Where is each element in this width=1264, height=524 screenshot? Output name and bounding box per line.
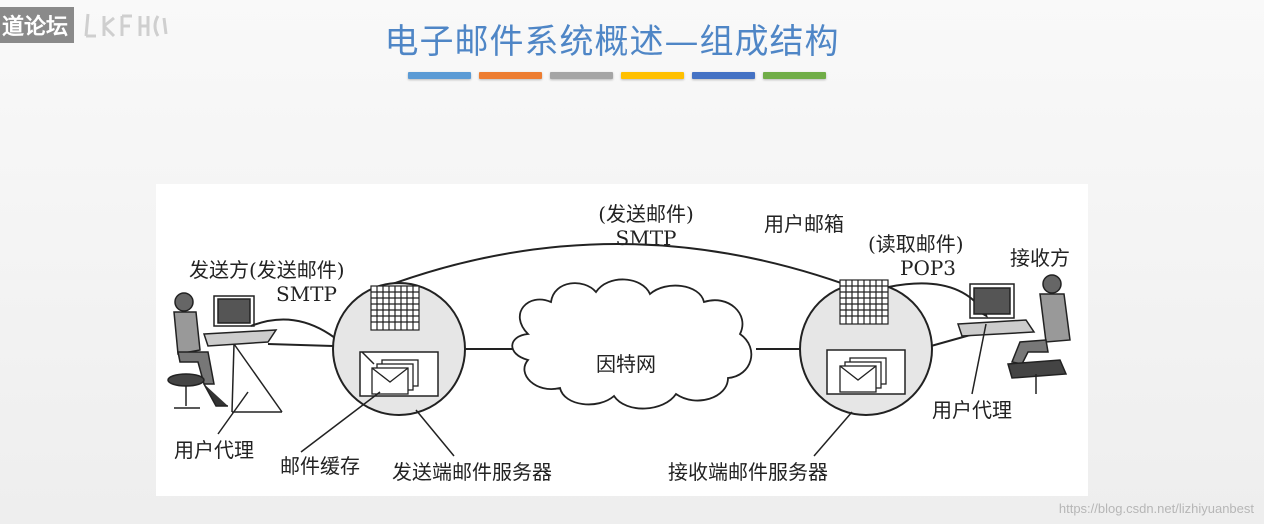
label-send-server: 发送端邮件服务器 (392, 460, 552, 484)
title-bar-1 (408, 72, 471, 79)
link-sender-server (267, 343, 334, 347)
diagram-graphics (167, 243, 1071, 457)
smtp-arc-top (365, 243, 872, 295)
send-envelope-icon (371, 359, 419, 395)
label-mail-cache: 邮件缓存 (280, 454, 360, 478)
blog-watermark: https://blog.csdn.net/lizhiyuanbest (1058, 501, 1254, 516)
title-underline-bars (408, 72, 826, 79)
pointer-mail-cache (300, 391, 381, 453)
pointer-user-agent-left (217, 391, 249, 435)
label-smtp-top: SMTP (615, 226, 677, 250)
label-internet: 因特网 (596, 352, 656, 376)
label-send-mail-top: (发送邮件) (598, 202, 694, 226)
site-logo: 道论坛 (0, 7, 170, 43)
title-bar-3 (550, 72, 613, 79)
email-structure-diagram: 发送方(发送邮件) SMTP (发送邮件) SMTP 用户邮箱 (读取邮件) P… (156, 184, 1088, 496)
label-recv-server: 接收端邮件服务器 (668, 460, 828, 484)
title-bar-4 (621, 72, 684, 79)
title-bar-6 (763, 72, 826, 79)
send-cache-arrow (361, 351, 375, 365)
label-sender: 发送方(发送邮件) (189, 258, 345, 282)
pointer-recv-server (813, 411, 853, 457)
label-read-mail: (读取邮件) (868, 232, 964, 256)
pointer-user-agent-right (971, 323, 987, 395)
pointer-send-server (415, 409, 455, 457)
label-mailbox: 用户邮箱 (764, 212, 844, 236)
title-bar-5 (692, 72, 755, 79)
label-smtp-left: SMTP (276, 282, 337, 306)
internet-cloud (511, 278, 753, 410)
page-title: 电子邮件系统概述—组成结构 (384, 22, 840, 62)
recv-grid-icon (839, 279, 889, 325)
title-bar-2 (479, 72, 542, 79)
send-grid-icon (370, 285, 420, 331)
receiver-person-icon (956, 274, 1071, 394)
logo-text: 道论坛 (0, 7, 75, 43)
recv-envelope-icon (839, 357, 887, 393)
label-receiver: 接收方 (1010, 246, 1070, 270)
label-user-agent-right: 用户代理 (932, 398, 1012, 422)
label-user-agent-left: 用户代理 (174, 438, 254, 462)
label-pop3: POP3 (900, 256, 957, 280)
logo-mark-icon (84, 13, 168, 38)
sender-person-icon (167, 292, 283, 413)
